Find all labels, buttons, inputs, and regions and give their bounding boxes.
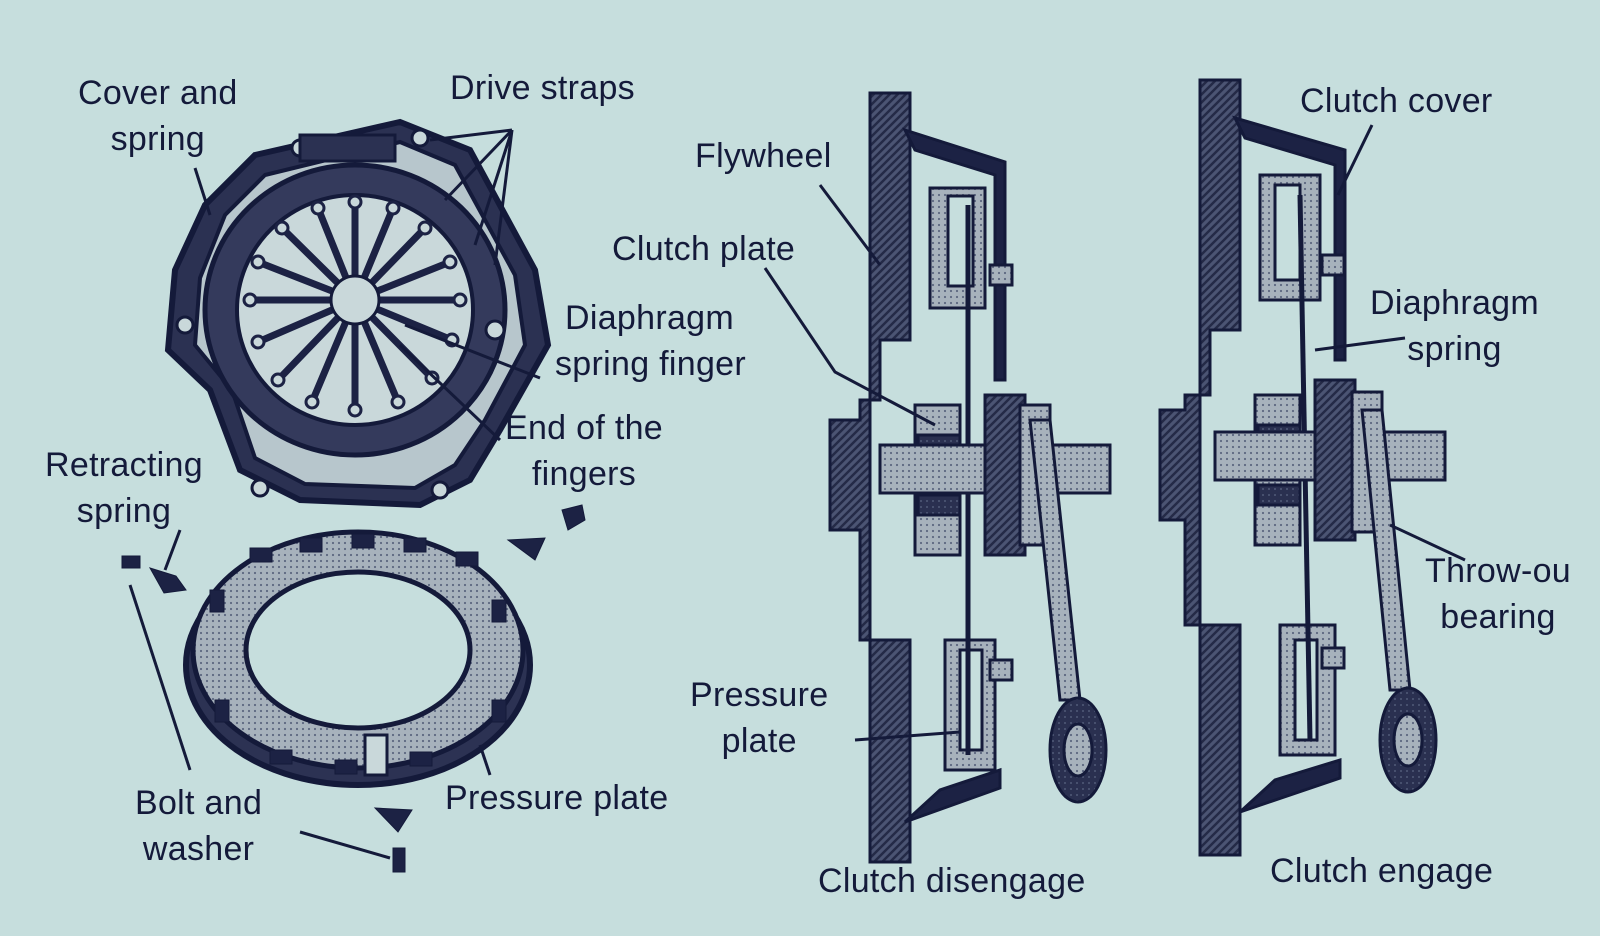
label-clutch-cover: Clutch cover [1300,82,1493,120]
leader-lines-right [1314,124,1466,562]
label-clutch-plate: Clutch plate [612,230,796,268]
label-diaphragm-spring-finger: Diaphragm spring finger [555,295,746,387]
label-line: End of the [505,409,664,447]
label-line: washer [142,830,255,868]
label-diaphragm-spring: Diaphragm spring [1370,280,1539,372]
section-engage [1158,78,1447,857]
label-drive-straps: Drive straps [450,69,635,107]
label-cover-and-spring: Cover and spring [78,70,238,162]
label-flywheel: Flywheel [695,137,832,175]
label-line: spring finger [555,345,746,383]
label-line: Bolt and [135,784,263,822]
label-line: Retracting [45,446,203,484]
label-line: plate [721,722,797,760]
label-line: Cover and [78,74,238,112]
label-line: Pressure [690,676,829,714]
leader-lines-mid [763,184,961,742]
label-line: bearing [1440,598,1556,636]
label-line: spring [1407,330,1502,368]
caption-clutch-disengage: Clutch disengage [818,862,1086,900]
label-bolt-and-washer: Bolt and washer [135,780,262,872]
label-throw-out-bearing: Throw-ou bearing [1425,548,1571,640]
label-line: Throw-ou [1425,552,1572,590]
caption-clutch-engage: Clutch engage [1270,852,1494,890]
section-disengage [828,91,1112,864]
label-line: fingers [531,455,637,493]
leader-lines-left [128,128,541,860]
clutch-cover-assembly [164,118,552,509]
label-end-of-the-fingers: End of the fingers [505,405,663,497]
label-line: Diaphragm [1370,284,1539,322]
label-pressure-plate-left: Pressure plate [445,779,669,817]
small-parts [121,504,586,873]
pressure-plate-ring [183,529,533,788]
label-line: Diaphragm [565,299,734,337]
label-retracting-spring: Retracting spring [45,442,203,534]
label-line: spring [110,120,205,158]
label-line: spring [76,492,172,530]
label-pressure-plate-mid: Pressure plate [690,672,828,764]
